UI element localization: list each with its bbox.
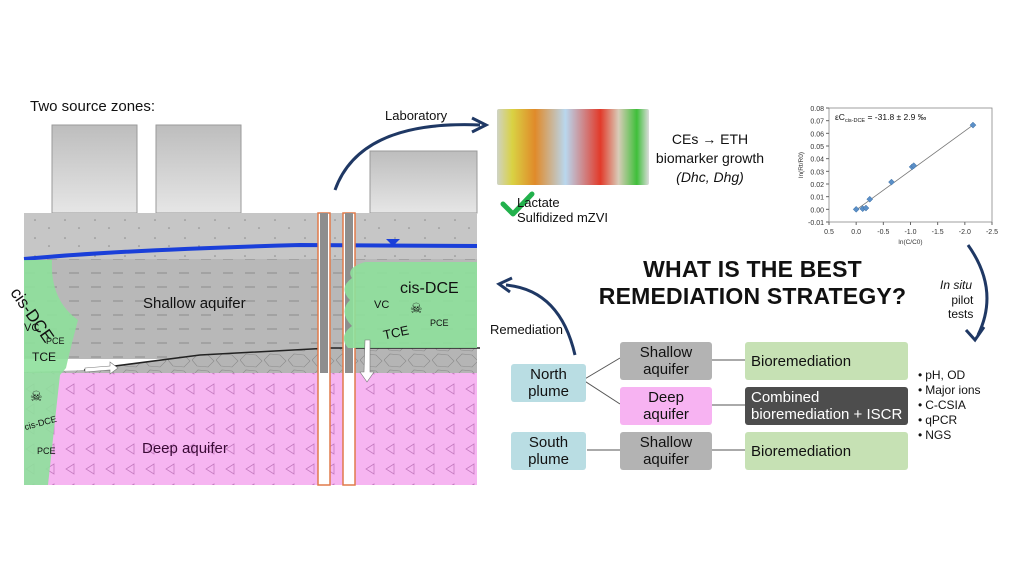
treatment-lactate: Lactate — [517, 195, 560, 210]
data-point — [866, 195, 874, 203]
plume-right — [343, 262, 477, 348]
y-tick-label: 0.00 — [810, 207, 824, 214]
x-tick-label: 0.0 — [851, 229, 861, 236]
x-tick-label: 0.5 — [824, 229, 834, 236]
y-tick-label: 0.05 — [810, 144, 824, 151]
y-tick-label: 0.06 — [810, 131, 824, 138]
building-3 — [369, 150, 478, 214]
plot-area — [828, 107, 993, 223]
water-table-line — [23, 242, 478, 261]
laboratory-arrow — [333, 123, 481, 191]
monitoring-list: pH, OD Major ions C-CSIA qPCR NGS — [918, 368, 981, 443]
plume-left-vc: VC — [24, 322, 40, 334]
monitoring-item: qPCR — [918, 413, 981, 428]
pilot-tests-label: pilot tests — [948, 293, 974, 321]
north-shallow-aquifer-box: Shallow aquifer — [620, 342, 712, 380]
data-point — [910, 162, 918, 169]
monitoring-item: C-CSIA — [918, 398, 981, 413]
building-1 — [51, 124, 138, 214]
x-tick-label: -0.5 — [877, 229, 889, 236]
y-tick-label: 0.04 — [810, 157, 824, 164]
y-tick-label: 0.08 — [810, 106, 824, 113]
main-question: WHAT IS THE BEST REMEDIATION STRATEGY? — [590, 256, 915, 310]
check-icon — [500, 191, 535, 217]
building-2 — [155, 124, 242, 214]
plume-left-lower-pce: PCE — [37, 446, 56, 456]
data-point — [852, 205, 860, 213]
remediation-label: Remediation — [490, 322, 563, 337]
y-tick-label: 0.03 — [810, 169, 824, 176]
plume-left — [24, 260, 78, 485]
north-shallow-action-box: Bioremediation — [745, 342, 908, 380]
treatment-smzvi: Sulfidized mZVI — [517, 210, 609, 225]
lab-result-line3: (Dhc, Dhg) — [676, 169, 744, 185]
laboratory-label: Laboratory — [385, 108, 448, 123]
in-situ-label: In situ — [940, 278, 973, 292]
north-deep-aquifer-box: Deep aquifer — [620, 387, 712, 425]
remediation-arrow — [505, 283, 577, 356]
plume-left-pce: PCE — [46, 336, 65, 346]
main-question-line2: REMEDIATION STRATEGY? — [598, 283, 907, 309]
lab-result-line1: CEs → ETH — [671, 131, 749, 147]
isotope-fractionation-chart: -0.01 0.00 0.01 0.02 0.03 0.04 0.05 0.06 0.07 0.0… — [798, 106, 998, 246]
flow-arrow-horizontal — [84, 361, 119, 375]
main-question-line1: WHAT IS THE BEST — [643, 256, 862, 282]
plume-left-tce: TCE — [32, 350, 56, 364]
data-point — [888, 178, 895, 186]
x-axis-label: ln(C/C0) — [898, 239, 922, 246]
y-tick-label: -0.01 — [808, 220, 824, 227]
data-point — [862, 204, 870, 212]
north-deep-action-box: Combined bioremediation + ISCR — [745, 387, 908, 425]
y-axis-label: ln(Rt/R0) — [798, 152, 805, 178]
shallow-aquifer-label: Shallow aquifer — [143, 295, 246, 312]
epsilon-annotation: εCcis-DCE = -31.8 ± 2.9 ‰ — [835, 112, 927, 124]
source-zones-label: Two source zones: — [30, 98, 156, 115]
plume-right-vc: VC — [374, 299, 390, 311]
x-tick-label: -2.0 — [959, 229, 971, 236]
data-point — [969, 121, 977, 129]
lab-result-line2: biomarker growth — [655, 150, 765, 166]
y-tick-label: 0.02 — [810, 182, 824, 189]
plume-right-main-label: cis-DCE — [400, 280, 459, 297]
water-table-icon — [386, 239, 400, 246]
monitoring-item: NGS — [918, 428, 981, 443]
x-tick-label: -1.0 — [904, 229, 916, 236]
skull-icon: ☠ — [30, 388, 43, 404]
lab-bottles-photo — [497, 109, 649, 185]
x-tick-label: -2.5 — [986, 229, 998, 236]
south-shallow-aquifer-box: Shallow aquifer — [620, 432, 712, 470]
treatments-list: Lactate Sulfidized mZVI — [517, 195, 608, 225]
south-plume-box: South plume — [511, 432, 586, 470]
lab-results: CEs → ETH biomarker growth (Dhc, Dhg) — [650, 130, 770, 187]
y-tick-label: 0.01 — [810, 195, 824, 202]
plume-right-pce: PCE — [430, 318, 449, 328]
y-tick-label: 0.07 — [810, 119, 824, 126]
skull-icon: ☠ — [410, 300, 423, 316]
deep-aquifer-label: Deep aquifer — [142, 440, 228, 457]
monitoring-item: pH, OD — [918, 368, 981, 383]
flow-arrow-vertical — [359, 339, 375, 383]
x-tick-label: -1.5 — [932, 229, 944, 236]
north-plume-box: North plume — [511, 364, 586, 402]
monitoring-item: Major ions — [918, 383, 980, 398]
in-situ-arrow — [966, 244, 989, 336]
south-shallow-action-box: Bioremediation — [745, 432, 908, 470]
